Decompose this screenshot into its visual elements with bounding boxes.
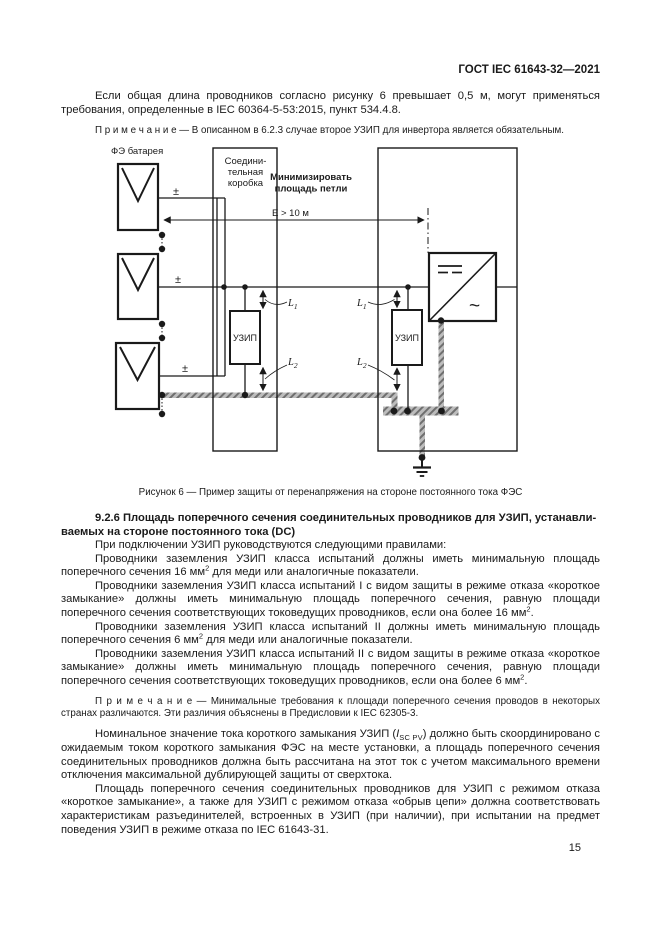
figure-caption: Рисунок 6 — Пример защиты от перенапряже… [138, 486, 523, 498]
inverter: ~ [427, 251, 498, 322]
l2-label-right: L2 [356, 357, 367, 370]
pv-battery-label: ФЭ батарея [111, 146, 163, 157]
cross-section-paragraph: Площадь поперечного сечения соединительн… [61, 782, 600, 836]
page-number: 15 [568, 842, 581, 854]
minimize-loop-label-line1: Минимизировать [270, 172, 352, 183]
rule-class2-sc-paragraph: Проводники заземления УЗИП класса испыта… [61, 647, 600, 688]
section-heading-line2: ваемых на стороне постоянного тока (DC) [61, 526, 296, 539]
section-note: П р и м е ч а н и е — Минимальные требов… [61, 695, 600, 720]
polarity-label-1: ± [173, 186, 179, 198]
minimize-loop-label-line2: площадь петли [275, 183, 348, 194]
ground-bonding-conductors [160, 319, 459, 457]
figure-6-diagram: ФЭ батарея [111, 146, 518, 477]
ground-bus-bar [383, 406, 459, 416]
polarity-label-3: ± [182, 363, 188, 375]
pv-panel-3 [114, 341, 161, 410]
distance-label: E > 10 м [272, 208, 309, 219]
spd-2: УЗИП L1 L2 [356, 286, 423, 411]
rule-class-any-paragraph: Проводники заземления УЗИП класса испыта… [61, 552, 600, 579]
pv-panel-1 [116, 162, 160, 231]
spd-2-label: УЗИП [395, 333, 419, 343]
l2-label-left: L2 [287, 357, 298, 370]
ac-symbol: ~ [469, 296, 480, 317]
section-heading-line1: 9.2.6 Площадь поперечного сечения соедин… [95, 512, 597, 525]
polarity-label-2: ± [175, 274, 181, 286]
junction-box-label-line2: тельная [228, 167, 263, 178]
rules-intro-paragraph: При подключении УЗИП руководствуются сле… [95, 539, 447, 552]
doc-header-title: ГОСТ IEC 61643-32—2021 [458, 64, 600, 76]
figure-6: ФЭ батарея [61, 141, 600, 500]
rule-class1-paragraph: Проводники заземления УЗИП класса испыта… [61, 579, 600, 620]
junction-box [212, 146, 278, 452]
rule-class2-paragraph: Проводники заземления УЗИП класса испыта… [61, 620, 600, 647]
spd-1-label: УЗИП [233, 333, 257, 343]
inverter-enclosure [377, 146, 518, 452]
intro-paragraph: Если общая длина проводников согласно ри… [61, 90, 600, 116]
spd-1: УЗИП L1 L2 [229, 286, 298, 398]
l1-label-left: L1 [287, 298, 298, 311]
junction-box-label-line3: коробка [228, 178, 264, 189]
pv-panel-2 [116, 252, 160, 320]
l1-label-right: L1 [356, 298, 367, 311]
connection-dots [158, 231, 445, 461]
section-heading: 9.2.6 Площадь поперечного сечения соедин… [61, 511, 600, 539]
nominal-current-paragraph: Номинальное значение тока короткого замы… [61, 728, 601, 782]
junction-box-label-line1: Соедини- [225, 156, 267, 167]
intro-note: П р и м е ч а н и е — В описанном в 6.2.… [95, 125, 565, 137]
